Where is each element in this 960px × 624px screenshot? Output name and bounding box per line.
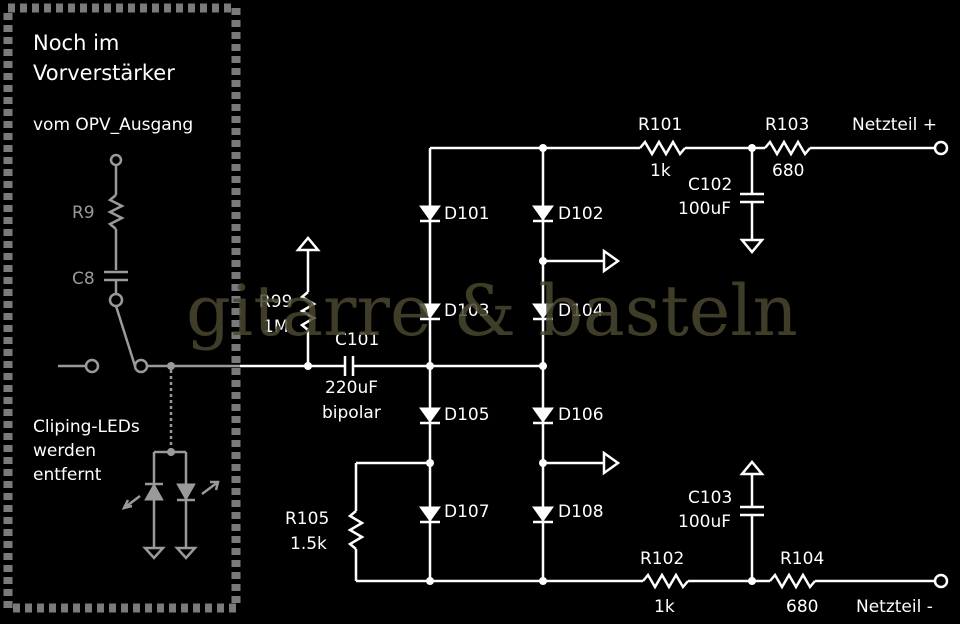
- d106-label: D106: [558, 405, 604, 425]
- right-top-junction: [539, 144, 547, 152]
- c103-capacitor: [739, 460, 765, 581]
- clipping-leds: [121, 370, 220, 560]
- c8-capacitor: [104, 270, 128, 308]
- right-mid-junction: [539, 362, 547, 370]
- preamp-title-line1: Noch im: [33, 31, 119, 55]
- d104-diode: [532, 303, 554, 321]
- d103-diode: [419, 303, 441, 321]
- r105-name: R105: [285, 509, 329, 529]
- r101-resistor: [639, 139, 765, 157]
- terminal-plus-label: Netzteil +: [852, 115, 937, 135]
- opv-source-label: vom OPV_Ausgang: [33, 115, 193, 135]
- c101-name: C101: [335, 330, 379, 350]
- r99-value: 1M: [263, 317, 288, 337]
- bypass-switch: [58, 305, 240, 374]
- c103-value: 100uF: [678, 512, 731, 532]
- d101-diode: [419, 205, 441, 223]
- r102-name: R102: [640, 549, 684, 569]
- d107-label: D107: [444, 502, 490, 522]
- r9-resistor: [107, 153, 125, 270]
- r104-resistor: [769, 572, 949, 590]
- preamp-title-line2: Vorverstärker: [33, 61, 175, 85]
- c102-value: 100uF: [678, 199, 731, 219]
- c101-note: bipolar: [322, 403, 381, 423]
- d105-label: D105: [444, 405, 490, 425]
- d104-label: D104: [558, 301, 604, 321]
- r101-name: R101: [638, 115, 682, 135]
- r103-value: 680: [772, 161, 804, 181]
- r99-resistor: [295, 236, 321, 366]
- d102-diode: [532, 205, 554, 223]
- r103-resistor: [764, 139, 949, 157]
- r103-name: R103: [765, 115, 809, 135]
- c8-label: C8: [72, 269, 95, 289]
- c102-name: C102: [688, 175, 732, 195]
- r105-value: 1.5k: [290, 534, 327, 554]
- d107-diode: [419, 506, 441, 524]
- d106-diode: [532, 407, 554, 425]
- r102-resistor: [642, 572, 770, 590]
- leds-note-line2: werden: [33, 441, 96, 461]
- c102-capacitor: [739, 148, 765, 254]
- r102-value: 1k: [654, 597, 675, 617]
- c103-name: C103: [688, 488, 732, 508]
- upper-output-tap: [543, 248, 621, 274]
- d108-diode: [532, 506, 554, 524]
- r101-value: 1k: [650, 161, 671, 181]
- c101-capacitor: [343, 356, 543, 376]
- d108-label: D108: [558, 502, 604, 522]
- c101-value: 220uF: [325, 378, 378, 398]
- preamp-box-border: [3, 3, 241, 613]
- terminal-minus-label: Netzteil -: [856, 597, 933, 617]
- leds-note-line1: Cliping-LEDs: [33, 417, 140, 437]
- lower-output-tap: [543, 450, 621, 476]
- left-mid-junction: [426, 362, 434, 370]
- d102-label: D102: [558, 204, 604, 224]
- r99-name: R99: [259, 292, 292, 312]
- r105-resistor: [347, 461, 430, 583]
- watermark: gitarre & basteln: [186, 270, 798, 352]
- leds-note-line3: entfernt: [33, 465, 102, 485]
- r104-name: R104: [780, 549, 824, 569]
- r9-label: R9: [72, 203, 95, 223]
- d103-label: D103: [444, 301, 490, 321]
- d101-label: D101: [444, 204, 490, 224]
- d105-diode: [419, 407, 441, 425]
- r104-value: 680: [786, 597, 818, 617]
